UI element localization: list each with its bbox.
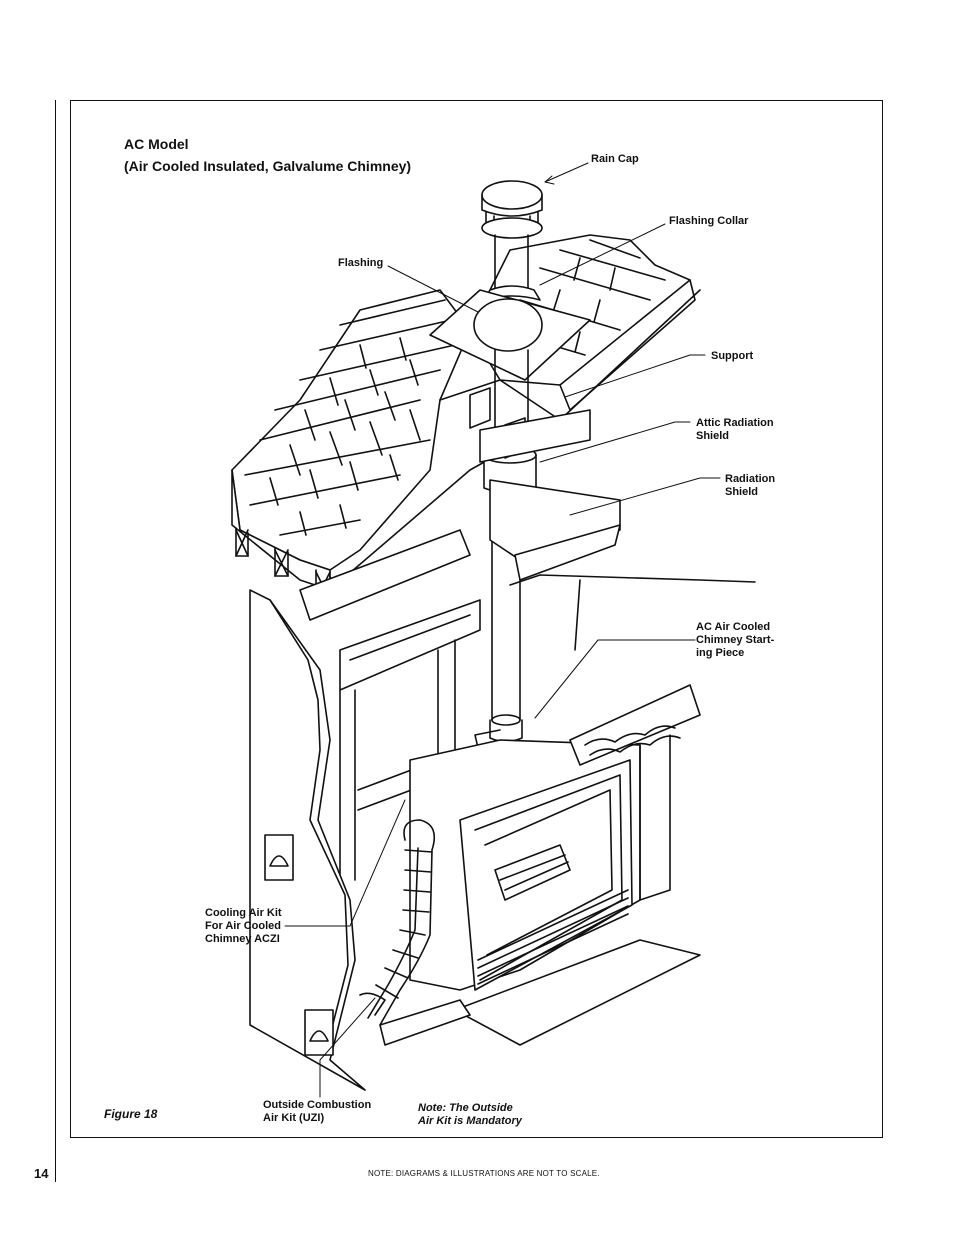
callout-cooling-air-kit: Cooling Air Kit For Air Cooled Chimney A…	[205, 907, 282, 945]
chimney-pipe	[429, 180, 591, 749]
framing	[249, 387, 756, 1091]
callout-outside-combustion-air-kit: Outside Combustion Air Kit (UZI)	[263, 1099, 372, 1124]
figure-title: AC Model	[124, 136, 189, 152]
page-number: 14	[34, 1166, 49, 1181]
figure-subtitle: (Air Cooled Insulated, Galvalume Chimney…	[124, 158, 412, 174]
callout-leaders	[284, 162, 721, 1098]
figure-note: Note: The Outside Air Kit is Mandatory	[418, 1102, 522, 1127]
callout-attic-radiation-shield: Attic Radiation Shield	[696, 417, 774, 442]
callout-radiation-shield: Radiation Shield	[725, 473, 776, 498]
callout-rain-cap: Rain Cap	[591, 153, 639, 165]
scale-footnote: NOTE: DIAGRAMS & ILLUSTRATIONS ARE NOT T…	[368, 1169, 600, 1178]
callout-support: Support	[711, 350, 754, 362]
page-margin-rule	[55, 100, 56, 1182]
fireplace	[379, 684, 701, 1046]
figure-caption: Figure 18	[104, 1107, 158, 1121]
callout-chimney-starting-piece: AC Air Cooled Chimney Start- ing Piece	[696, 621, 775, 659]
flex-ducts	[359, 819, 436, 1026]
callout-flashing: Flashing	[338, 257, 384, 269]
callout-flashing-collar: Flashing Collar	[669, 215, 749, 227]
figure-frame	[70, 100, 883, 1138]
